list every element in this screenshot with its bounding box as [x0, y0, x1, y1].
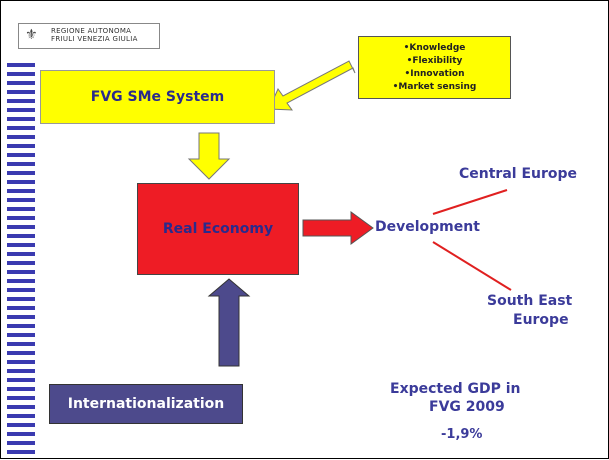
development-label: Development: [375, 219, 480, 235]
decorative-stripe: [7, 270, 35, 274]
driver-item: •Market sensing: [392, 81, 477, 92]
decorative-stripe: [7, 261, 35, 265]
logo-text-line1: REGIONE AUTONOMA: [51, 27, 132, 35]
decorative-stripe: [7, 234, 35, 238]
region-crest-icon: ⚜: [25, 27, 38, 43]
real-economy-to-development-arrow: [302, 211, 374, 245]
decorative-stripe: [7, 441, 35, 445]
decorative-stripe: [7, 117, 35, 121]
decorative-stripe: [7, 63, 35, 67]
decorative-stripe: [7, 126, 35, 130]
central-europe-label: Central Europe: [459, 166, 578, 182]
decorative-stripe: [7, 288, 35, 292]
decorative-stripe: [7, 279, 35, 283]
decorative-stripe: [7, 333, 35, 337]
decorative-stripe: [7, 450, 35, 454]
gdp-title-line2: FVG 2009: [429, 399, 505, 415]
decorative-stripe: [7, 162, 35, 166]
decorative-stripe: [7, 99, 35, 103]
fvg-sme-system-label: FVG SMe System: [90, 89, 225, 105]
decorative-stripe: [7, 207, 35, 211]
internationalization-box: Internationalization: [49, 384, 243, 424]
decorative-stripe: [7, 387, 35, 391]
decorative-stripe: [7, 171, 35, 175]
driver-item: •Flexibility: [406, 55, 463, 66]
decorative-stripe: [7, 369, 35, 373]
decorative-stripe: [7, 297, 35, 301]
decorative-stripe: [7, 252, 35, 256]
decorative-stripe: [7, 342, 35, 346]
decorative-stripe: [7, 414, 35, 418]
decorative-stripe: [7, 351, 35, 355]
decorative-stripe: [7, 153, 35, 157]
decorative-stripe: [7, 90, 35, 94]
internationalization-arrow: [207, 278, 251, 367]
fvg-sme-system-box: FVG SMe System: [40, 70, 275, 124]
line-to-central-europe: [432, 189, 508, 215]
fvg-to-real-economy-arrow: [187, 132, 231, 180]
real-economy-label: Real Economy: [162, 221, 274, 237]
decorative-stripe: [7, 378, 35, 382]
decorative-stripes: [7, 63, 35, 458]
decorative-stripe: [7, 243, 35, 247]
internationalization-label: Internationalization: [67, 396, 225, 412]
gdp-value: -1,9%: [441, 427, 483, 442]
region-logo: ⚜ REGIONE AUTONOMA FRIULI VENEZIA GIULIA: [18, 23, 160, 49]
logo-text-line2: FRIULI VENEZIA GIULIA: [51, 35, 138, 43]
decorative-stripe: [7, 189, 35, 193]
decorative-stripe: [7, 135, 35, 139]
decorative-stripe: [7, 423, 35, 427]
decorative-stripe: [7, 72, 35, 76]
decorative-stripe: [7, 225, 35, 229]
decorative-stripe: [7, 180, 35, 184]
south-east-europe-label-line1: South East: [487, 293, 573, 309]
driver-item: •Innovation: [404, 68, 465, 79]
gdp-title-line1: Expected GDP in: [390, 381, 521, 397]
line-to-south-east-europe: [432, 241, 512, 291]
decorative-stripe: [7, 198, 35, 202]
decorative-stripe: [7, 144, 35, 148]
south-east-europe-label-line2: Europe: [513, 312, 569, 328]
drivers-box: •Knowledge •Flexibility •Innovation •Mar…: [358, 36, 511, 99]
decorative-stripe: [7, 108, 35, 112]
driver-item: •Knowledge: [403, 42, 466, 53]
decorative-stripe: [7, 315, 35, 319]
decorative-stripe: [7, 396, 35, 400]
decorative-stripe: [7, 432, 35, 436]
drivers-to-fvg-arrow: [268, 60, 356, 111]
decorative-stripe: [7, 324, 35, 328]
decorative-stripe: [7, 81, 35, 85]
real-economy-box: Real Economy: [137, 183, 299, 275]
decorative-stripe: [7, 405, 35, 409]
decorative-stripe: [7, 216, 35, 220]
decorative-stripe: [7, 306, 35, 310]
decorative-stripe: [7, 360, 35, 364]
